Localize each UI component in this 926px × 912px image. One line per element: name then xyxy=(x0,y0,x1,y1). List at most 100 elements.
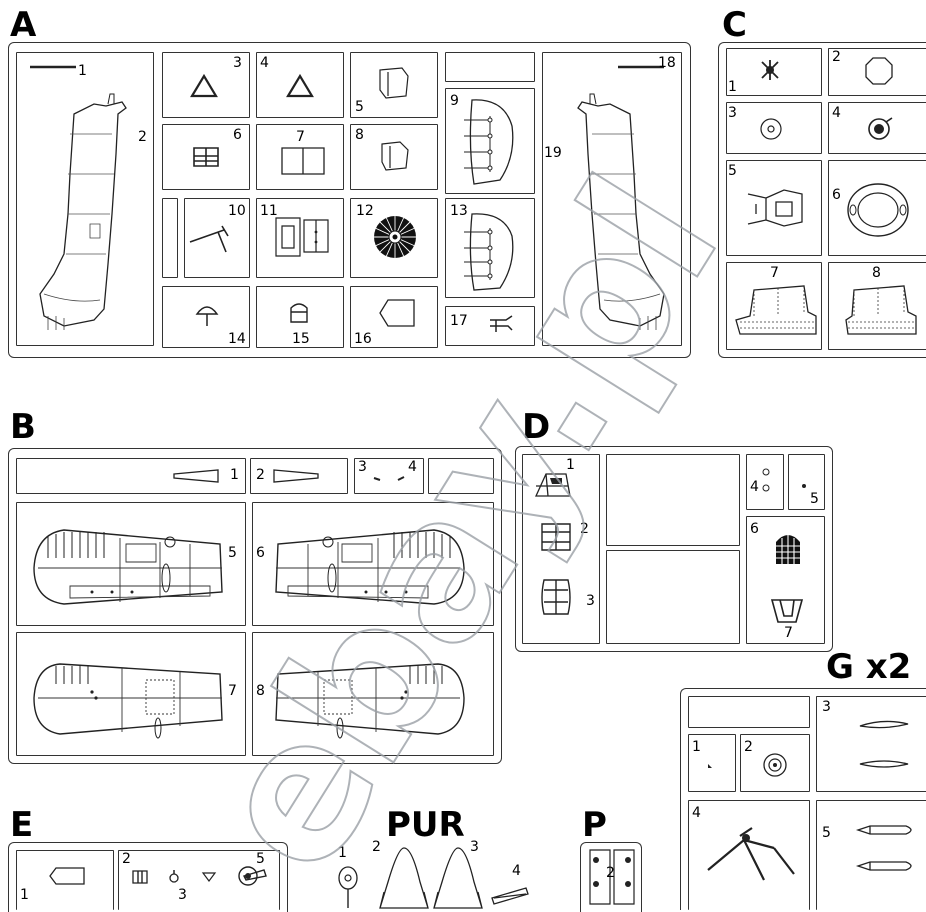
sprue-c-letter: C xyxy=(722,5,747,45)
num-a-7: 7 xyxy=(296,129,305,145)
num-g-1: 1 xyxy=(692,739,701,755)
part-a-10-strut xyxy=(188,224,238,254)
cell-g-5 xyxy=(816,800,926,910)
num-b-8: 8 xyxy=(256,683,265,699)
num-a-10: 10 xyxy=(228,203,246,219)
part-c-3-wheel xyxy=(758,116,784,142)
cell-a-1 xyxy=(16,52,154,346)
part-d-3-canopy xyxy=(540,578,572,616)
part-pur-3-cowl-flap xyxy=(430,846,486,908)
part-a-6-bracket xyxy=(192,144,222,170)
cell-a-3 xyxy=(162,52,250,118)
cell-e-1 xyxy=(16,850,114,910)
num-d-4: 4 xyxy=(750,479,759,495)
part-c-1-lever xyxy=(758,60,782,80)
num-e-2: 2 xyxy=(122,851,131,867)
cell-a-6 xyxy=(162,124,250,190)
part-d-2-canopy xyxy=(540,522,572,552)
sprue-c-frame xyxy=(718,42,926,358)
num-pur-1: 1 xyxy=(338,845,347,861)
sprue-p-letter: P xyxy=(582,805,607,845)
part-a-2-fuselage-half xyxy=(34,94,144,334)
part-b-1-flap xyxy=(172,468,222,484)
sprue-b-frame xyxy=(8,448,502,764)
cell-c-7 xyxy=(726,262,822,350)
part-a-15-seat xyxy=(288,300,310,324)
cell-a-4 xyxy=(256,52,344,118)
num-c-7: 7 xyxy=(770,265,779,281)
num-d-3: 3 xyxy=(586,593,595,609)
part-c-6-ring xyxy=(844,180,912,240)
sprue-g-frame xyxy=(680,688,926,910)
part-c-4-wheel xyxy=(864,114,894,144)
part-b-7-lower-wing xyxy=(30,654,226,742)
part-d-7-windscreen xyxy=(770,596,804,624)
cell-b-6 xyxy=(252,502,494,626)
part-e-5-gunsight xyxy=(236,862,268,890)
num-b-7: 7 xyxy=(228,683,237,699)
part-a-3-triangle xyxy=(190,74,218,98)
part-a-13-fuel-tank xyxy=(460,210,518,294)
cell-a-7 xyxy=(256,124,344,190)
cell-c-2 xyxy=(828,48,926,96)
cell-a-10 xyxy=(184,198,250,278)
cell-a-17 xyxy=(445,306,535,346)
cell-a-13 xyxy=(445,198,535,298)
cell-a-15 xyxy=(256,286,344,348)
cell-g-1 xyxy=(688,734,736,792)
cell-g-4 xyxy=(688,800,810,910)
part-b-6-upper-wing xyxy=(272,522,468,612)
part-d-4-lenses xyxy=(760,466,772,496)
part-d-1-windscreen xyxy=(532,470,572,498)
part-g-5-bombs xyxy=(856,822,918,880)
part-c-5-mount xyxy=(744,184,808,230)
num-c-8: 8 xyxy=(872,265,881,281)
cell-b-7 xyxy=(16,632,246,756)
num-b-4: 4 xyxy=(408,459,417,475)
sprue-d-letter: D xyxy=(522,407,551,447)
num-g-2: 2 xyxy=(744,739,753,755)
cell-g-top xyxy=(688,696,810,728)
num-g-5: 5 xyxy=(822,825,831,841)
part-c-8-cockpit-floor xyxy=(844,282,918,338)
num-a-9: 9 xyxy=(450,93,459,109)
num-a-2: 2 xyxy=(138,129,147,145)
num-a-14: 14 xyxy=(228,331,246,347)
num-a-18: 18 xyxy=(658,55,676,71)
part-g-4-gear-leg xyxy=(704,818,800,884)
num-a-11: 11 xyxy=(260,203,278,219)
num-pur-2: 2 xyxy=(372,839,381,855)
num-a-6: 6 xyxy=(233,127,242,143)
num-d-7: 7 xyxy=(784,625,793,641)
num-b-5: 5 xyxy=(228,545,237,561)
cell-a-16 xyxy=(350,286,438,348)
cell-a-9 xyxy=(445,88,535,194)
cell-b-8 xyxy=(252,632,494,756)
cell-a-top-empty xyxy=(445,52,535,82)
sprue-a-frame xyxy=(8,42,691,358)
part-a-5-cowl-piece xyxy=(376,66,410,100)
num-a-3: 3 xyxy=(233,55,242,71)
num-c-1: 1 xyxy=(728,79,737,95)
num-a-19: 19 xyxy=(544,145,562,161)
num-c-5: 5 xyxy=(728,163,737,179)
part-a-16-plate xyxy=(378,298,416,328)
num-e-5: 5 xyxy=(256,851,265,867)
cell-e-2-5 xyxy=(118,850,280,910)
part-p-pe-fret xyxy=(588,848,636,906)
cell-a-8 xyxy=(350,124,438,190)
part-a-9-fuel-tank xyxy=(460,96,518,188)
cell-b-1 xyxy=(16,458,246,494)
num-d-2: 2 xyxy=(580,521,589,537)
part-a-18 xyxy=(618,62,666,72)
sprue-d-frame xyxy=(515,446,833,652)
part-d-5-lens xyxy=(802,484,806,488)
part-g-1-tab xyxy=(708,764,712,768)
part-a-11-frame xyxy=(272,212,332,262)
part-d-6-canopy xyxy=(776,534,800,564)
part-a-7-panel xyxy=(280,146,326,176)
cell-g-2 xyxy=(740,734,810,792)
num-a-16: 16 xyxy=(354,331,372,347)
num-b-2: 2 xyxy=(256,467,265,483)
cell-b-5 xyxy=(16,502,246,626)
